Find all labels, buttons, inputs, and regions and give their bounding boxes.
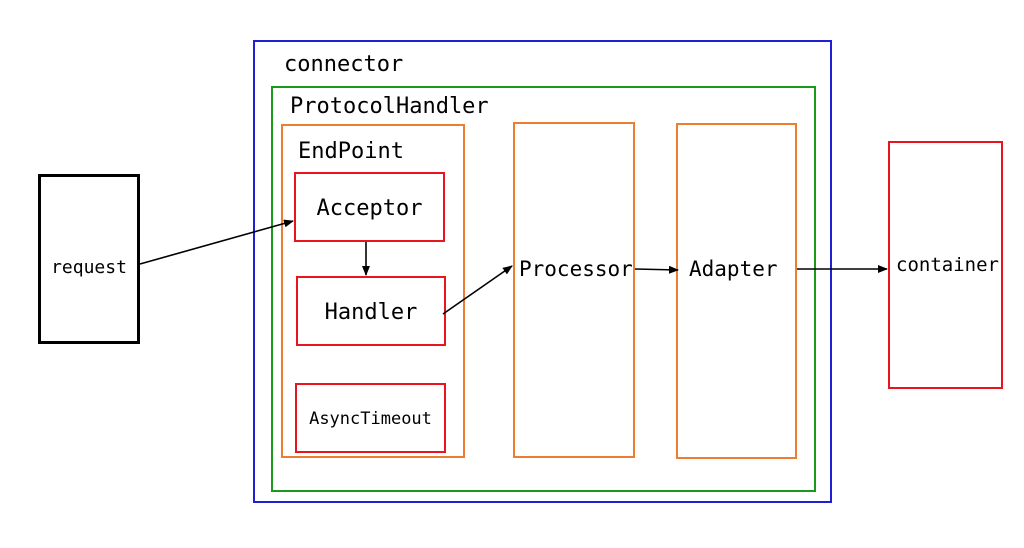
connector-label: connector [284, 52, 404, 77]
container-box [888, 141, 1003, 389]
request-label: request [51, 257, 127, 278]
acceptor-box: Acceptor [294, 172, 445, 242]
processor-box [513, 122, 635, 458]
request-box: request [38, 174, 140, 344]
container-label: container [896, 254, 999, 276]
connector-box [253, 40, 832, 503]
handler-box: Handler [296, 276, 446, 346]
adapter-label: Adapter [689, 257, 778, 281]
handler-label: Handler [324, 300, 418, 325]
async-timeout-box: AsyncTimeout [295, 383, 446, 453]
adapter-box [676, 123, 797, 459]
processor-label: Processor [519, 257, 633, 281]
acceptor-label: Acceptor [316, 196, 423, 221]
protocol-handler-label: ProtocolHandler [290, 94, 489, 119]
endpoint-label: EndPoint [298, 139, 404, 164]
protocol-handler-box [271, 86, 816, 492]
async-timeout-label: AsyncTimeout [309, 409, 432, 429]
